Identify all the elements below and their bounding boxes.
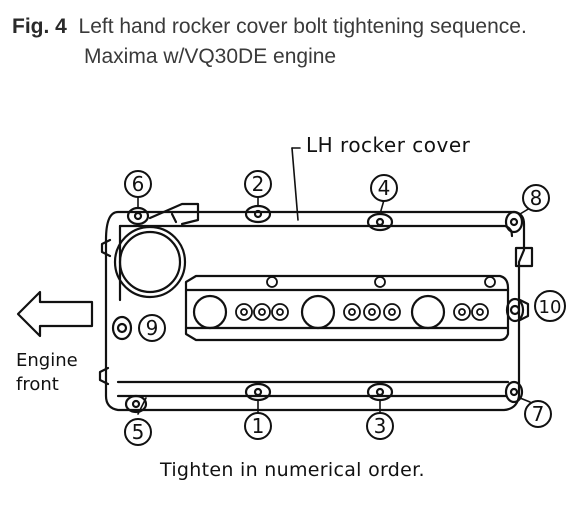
oil-filler-cap: [113, 225, 187, 299]
cam-bore: [192, 294, 228, 330]
callout-6: 6: [124, 170, 152, 198]
svg-text:4: 4: [378, 176, 391, 200]
sensor-tab: [514, 246, 534, 268]
breather: [148, 202, 200, 226]
svg-text:8: 8: [530, 186, 543, 210]
instruction-text: Tighten in numerical order.: [159, 459, 425, 481]
figure-number: Fig. 4: [12, 15, 67, 38]
engine-front-label: Engine: [16, 350, 78, 371]
callout-5: 5: [124, 418, 152, 446]
svg-text:5: 5: [132, 420, 145, 444]
svg-text:7: 7: [532, 402, 545, 426]
callout-3: 3: [366, 412, 394, 440]
cover-leader-line: [291, 147, 299, 221]
cover-top-rail: [118, 224, 514, 238]
cam-bore: [300, 294, 336, 330]
svg-text:2: 2: [252, 172, 265, 196]
bolt-callouts: 6 2 4 8 9 10 5 1 3 7: [124, 170, 566, 446]
figure-caption: Fig. 4 Left hand rocker cover bolt tight…: [12, 12, 527, 72]
callout-10: 10: [534, 290, 566, 322]
callout-2: 2: [244, 170, 272, 198]
camshaft-housing: [184, 274, 510, 342]
callout-8: 8: [522, 184, 550, 212]
callout-9: 9: [138, 314, 166, 342]
callout-1: 1: [244, 412, 272, 440]
cover-outline: [104, 210, 526, 412]
cam-bore: [410, 294, 446, 330]
svg-text:10: 10: [539, 297, 562, 318]
figure-subtitle: Maxima w/VQ30DE engine: [84, 45, 337, 68]
cover-label: LH rocker cover: [306, 133, 471, 157]
svg-text:9: 9: [146, 316, 159, 340]
callout-7: 7: [524, 400, 552, 428]
callout-4: 4: [370, 174, 398, 202]
engine-front-arrow: [16, 290, 94, 338]
figure-title: Left hand rocker cover bolt tightening s…: [78, 15, 527, 38]
engine-front-label-2: front: [16, 374, 59, 395]
svg-text:3: 3: [374, 414, 387, 438]
svg-text:6: 6: [132, 172, 145, 196]
svg-text:1: 1: [252, 414, 265, 438]
